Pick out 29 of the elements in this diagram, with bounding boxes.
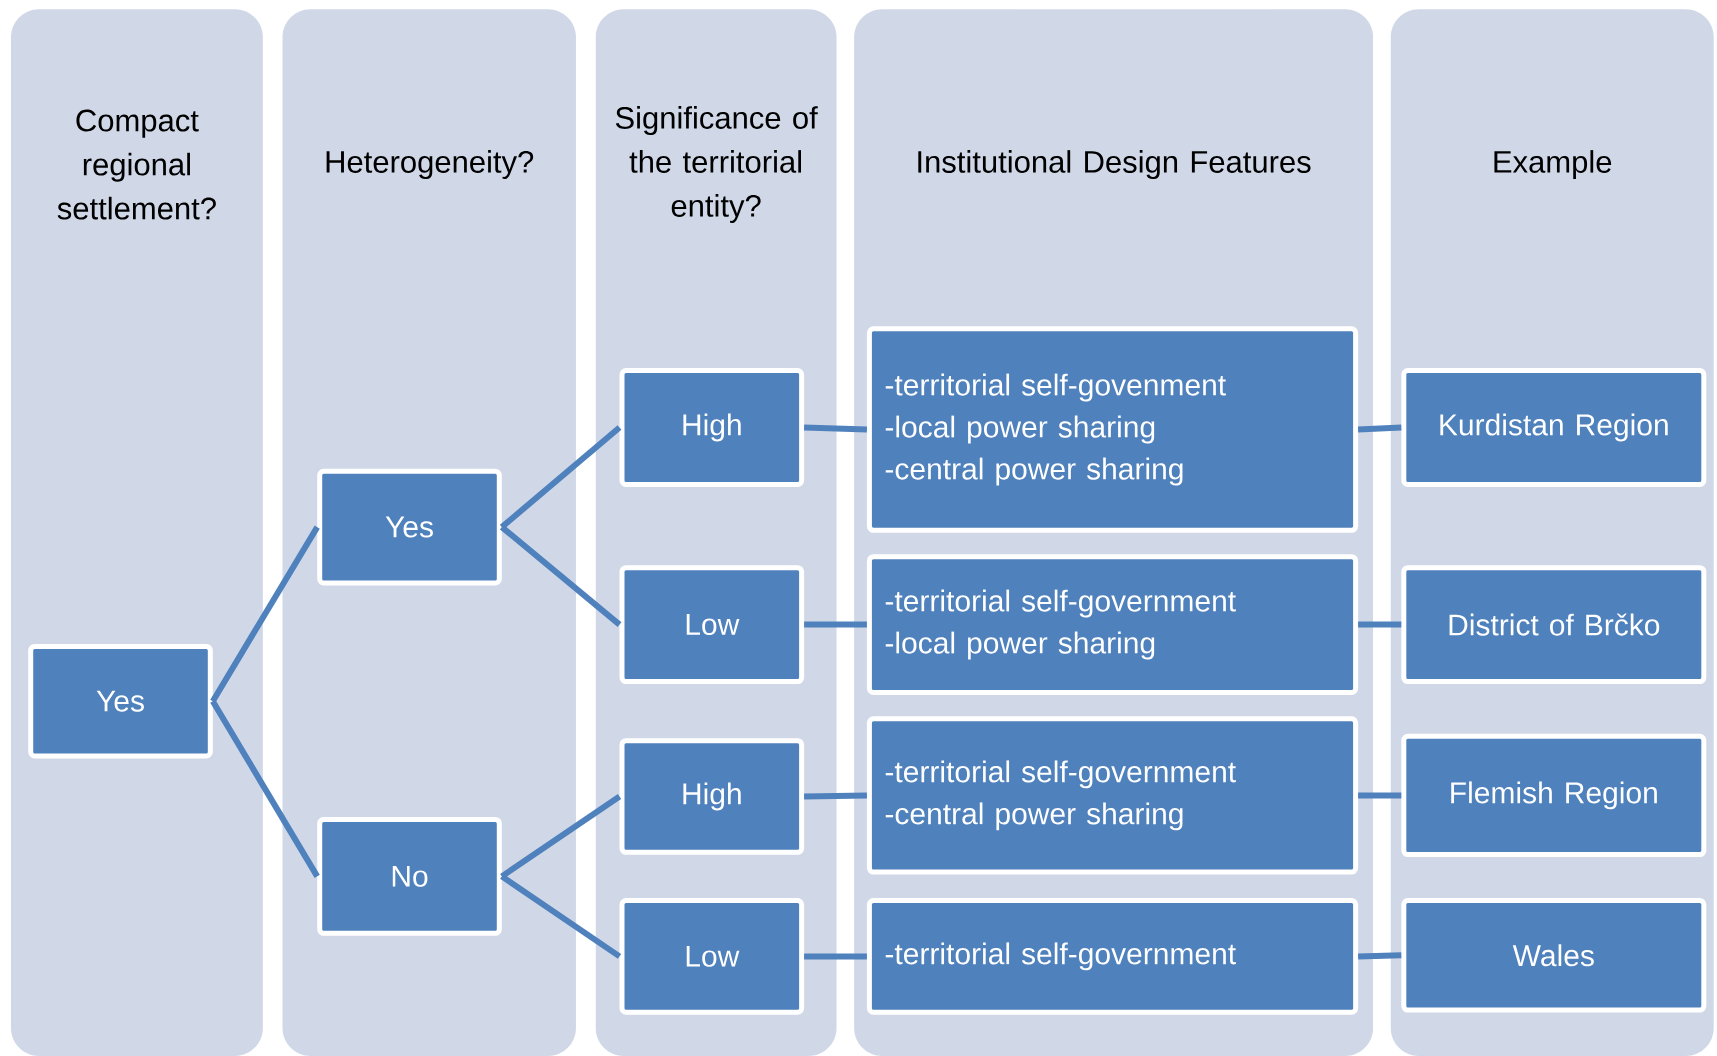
option-box: -territorial self-government bbox=[866, 898, 1359, 1015]
connector-line bbox=[210, 699, 320, 878]
connector-line bbox=[804, 792, 867, 800]
connector-line bbox=[1358, 621, 1402, 628]
connector-line bbox=[804, 953, 867, 960]
connector-line bbox=[804, 424, 867, 433]
option-box: Wales bbox=[1401, 898, 1707, 1013]
connector-line bbox=[210, 525, 320, 703]
option-box: -territorial self-govenment -local power sharing -central power sharing bbox=[866, 326, 1359, 533]
connector-line bbox=[500, 794, 622, 879]
connector-line bbox=[1358, 952, 1402, 960]
option-box: High bbox=[619, 738, 805, 855]
option-box: -territorial self-government -local power sharing bbox=[866, 554, 1359, 695]
option-box: District of Brčko bbox=[1401, 565, 1707, 685]
option-box: Flemish Region bbox=[1401, 733, 1707, 858]
option-box: Low bbox=[619, 898, 805, 1015]
connector-line bbox=[500, 873, 622, 959]
option-box: -territorial self-government -central power sharing bbox=[866, 716, 1359, 875]
option-box: No bbox=[317, 816, 502, 936]
connector-line bbox=[804, 621, 867, 628]
option-box: Yes bbox=[28, 643, 213, 759]
connector-line bbox=[499, 524, 622, 627]
option-box: Yes bbox=[317, 468, 502, 586]
option-box: Low bbox=[619, 565, 805, 685]
connector-line bbox=[1358, 792, 1402, 799]
option-box: Kurdistan Region bbox=[1401, 368, 1707, 487]
connector-line bbox=[499, 425, 622, 530]
connector-line bbox=[1357, 424, 1402, 433]
option-box: High bbox=[619, 368, 805, 487]
